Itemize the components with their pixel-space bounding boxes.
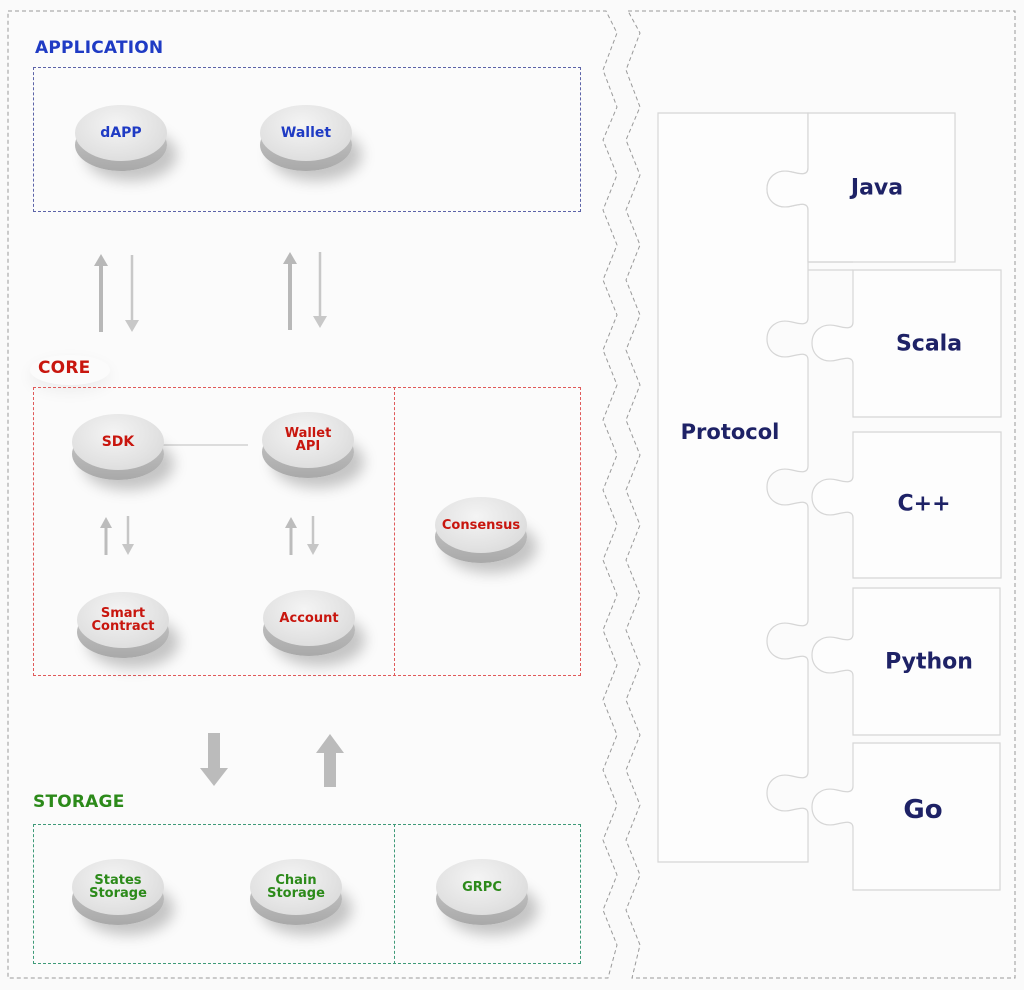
core-divider [394,387,395,676]
storage-section-title: STORAGE [33,792,125,812]
left-panel-frame [7,10,618,979]
arrow-down-smartcontract [122,516,134,555]
node-states-storage[interactable]: States Storage [72,859,164,925]
arrow-up-dapp [94,254,108,332]
arrow-up-smartcontract [100,517,112,555]
node-account[interactable]: Account [263,590,355,656]
puzzle-label-scala: Scala [895,331,963,357]
node-states-storage-label: States Storage [89,873,147,901]
puzzle-label-protocol: Protocol [680,420,780,444]
arrows-layer [94,252,344,787]
puzzle-piece-cpp [811,431,1002,579]
storage-box [33,824,581,964]
node-consensus[interactable]: Consensus [435,497,527,563]
arrow-down-account [307,516,319,555]
node-smart-contract-label: Smart Contract [91,606,155,634]
arrow-down-wallet [313,252,327,328]
application-section-title: APPLICATION [35,38,164,58]
node-chain-storage-label: Chain Storage [267,873,325,901]
storage-divider [394,824,395,964]
puzzle-label-python: Python [885,649,973,675]
puzzle-label-cpp: C++ [897,491,951,517]
node-sdk-label: SDK [101,434,135,450]
node-wallet-api[interactable]: Wallet API [262,412,354,478]
puzzle-piece-protocol [657,112,809,863]
node-dapp-label: dAPP [100,125,142,141]
node-wallet[interactable]: Wallet [260,105,352,171]
node-wallet-api-label: Wallet API [284,426,332,454]
arrow-up-from-storage [316,734,344,787]
arrow-up-account [285,517,297,555]
node-dapp[interactable]: dAPP [75,105,167,171]
node-sdk[interactable]: SDK [72,414,164,480]
puzzle-connector-strip [808,261,853,271]
puzzle-piece-java [766,112,956,263]
arrow-up-wallet [283,252,297,330]
core-box [33,387,581,676]
node-consensus-label: Consensus [441,517,521,533]
arrow-down-dapp [125,255,139,332]
node-account-label: Account [279,610,339,626]
arrow-down-to-storage [200,733,228,786]
puzzle-piece-python [811,587,1001,736]
node-grpc-label: GRPC [462,879,502,895]
puzzle-piece-go [811,742,1001,891]
application-box [33,67,581,212]
node-smart-contract[interactable]: Smart Contract [77,592,169,658]
core-section-title: CORE [38,358,91,378]
node-grpc[interactable]: GRPC [436,859,528,925]
node-wallet-label: Wallet [280,125,332,141]
node-chain-storage[interactable]: Chain Storage [250,859,342,925]
puzzle-label-java: Java [850,175,904,201]
puzzle-label-go: Go [903,795,943,825]
puzzle-piece-scala [811,269,1002,418]
